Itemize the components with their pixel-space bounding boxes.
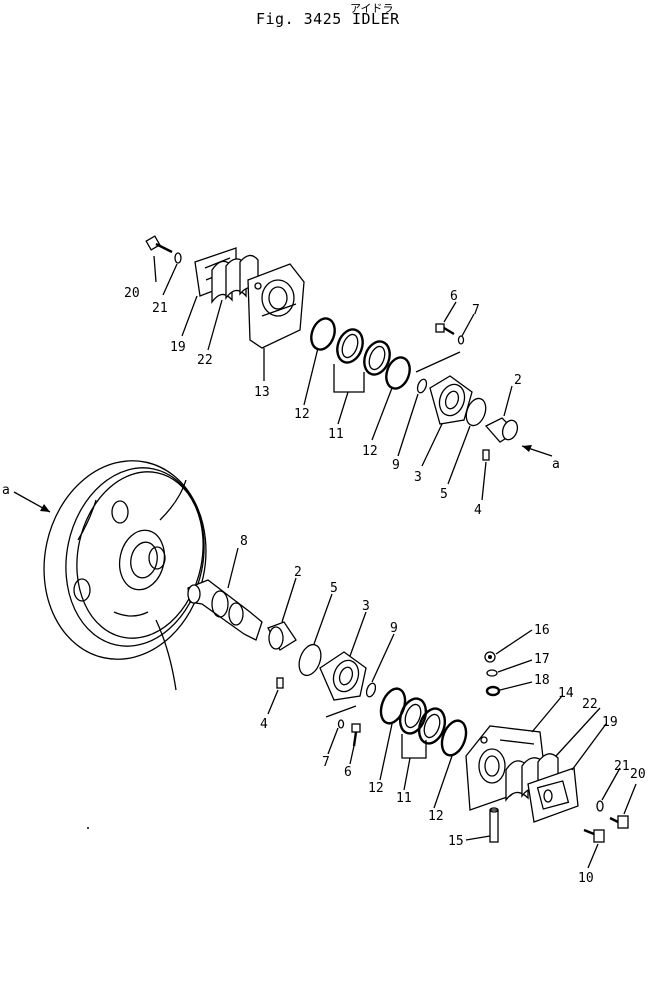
part-4-pin-upper (482, 449, 490, 461)
label-part-10: 10 (578, 871, 594, 886)
label-part-20: 20 (124, 286, 140, 301)
label-part-3: 3 (362, 599, 370, 614)
idler-wheel (43, 460, 207, 691)
part-2-bushing-upper (484, 417, 519, 443)
figure-title: IDLER (352, 10, 400, 28)
arrow-a-top (521, 445, 553, 457)
label-part-16: 16 (534, 623, 550, 638)
label-part-11: 11 (328, 427, 344, 442)
label-part-13: 13 (254, 385, 270, 400)
part-6-bolt-upper (435, 323, 455, 336)
label-part-7: 7 (322, 755, 330, 770)
label-part-5: 5 (330, 581, 338, 596)
part-9-o-ring-upper (416, 378, 428, 394)
label-part-12: 12 (294, 407, 310, 422)
label-part-5: 5 (440, 487, 448, 502)
label-part-7: 7 (472, 303, 480, 318)
label-part-20: 20 (630, 767, 646, 782)
part-3-collar-upper (429, 375, 473, 425)
part-10-bolt (583, 828, 605, 843)
part-12-o-ring-lower-right (440, 719, 468, 757)
label-part-19: 19 (602, 715, 618, 730)
part-20-bolt (145, 235, 173, 254)
part-19-plate-lower (527, 767, 579, 823)
part-13-support (247, 263, 305, 349)
part-2-bushing-lower (267, 621, 297, 651)
label-part-12: 12 (428, 809, 444, 824)
callout-labels: a a 20 21 19 22 13 12 11 12 9 3 5 4 2 6 … (2, 286, 646, 886)
part-21-washer-lower (596, 800, 604, 812)
label-a-top: a (552, 457, 560, 472)
label-part-9: 9 (392, 458, 400, 473)
label-part-15: 15 (448, 834, 464, 849)
leaders-lower (227, 547, 637, 869)
label-part-19: 19 (170, 340, 186, 355)
label-part-12: 12 (362, 444, 378, 459)
label-part-9: 9 (390, 621, 398, 636)
label-part-6: 6 (344, 765, 352, 780)
part-7-washer-lower (337, 719, 345, 729)
part-9-o-ring-lower (365, 682, 377, 698)
part-11-floating-seal-upper (336, 328, 391, 376)
part-17-washer (486, 669, 498, 677)
part-6-bolt-lower (351, 723, 361, 747)
label-a-left: a (2, 483, 10, 498)
label-part-14: 14 (558, 686, 574, 701)
label-part-12: 12 (368, 781, 384, 796)
figure-number: Fig. 3425 (256, 10, 342, 28)
part-7-washer-upper (457, 335, 465, 345)
japanese-title: アイドラ (350, 2, 394, 15)
part-12-o-ring-upper-left (310, 317, 336, 351)
label-part-3: 3 (414, 470, 422, 485)
label-part-11: 11 (396, 791, 412, 806)
label-part-22: 22 (582, 697, 598, 712)
part-21-washer (174, 252, 182, 264)
part-8-shaft (187, 579, 263, 641)
label-part-21: 21 (614, 759, 630, 774)
part-18-washer (485, 685, 501, 697)
label-part-6: 6 (450, 289, 458, 304)
label-part-2: 2 (294, 565, 302, 580)
label-part-4: 4 (260, 717, 268, 732)
scan-speck (87, 827, 89, 829)
label-part-8: 8 (240, 534, 248, 549)
label-part-21: 21 (152, 301, 168, 316)
label-part-22: 22 (197, 353, 213, 368)
part-5-o-ring-lower (298, 643, 322, 677)
label-part-18: 18 (534, 673, 550, 688)
part-4-pin-lower (276, 677, 284, 689)
label-part-17: 17 (534, 652, 550, 667)
leaders-top (153, 255, 513, 501)
label-part-4: 4 (474, 503, 482, 518)
part-16-nut (484, 651, 496, 663)
part-5-o-ring-upper (465, 397, 487, 427)
arrow-a-left (13, 491, 51, 513)
part-3-collar-lower (319, 651, 367, 701)
part-20-bolt-lower (609, 815, 629, 829)
part-15-pin (489, 807, 499, 843)
label-part-2: 2 (514, 373, 522, 388)
part-12-o-ring-upper-right (385, 356, 411, 390)
